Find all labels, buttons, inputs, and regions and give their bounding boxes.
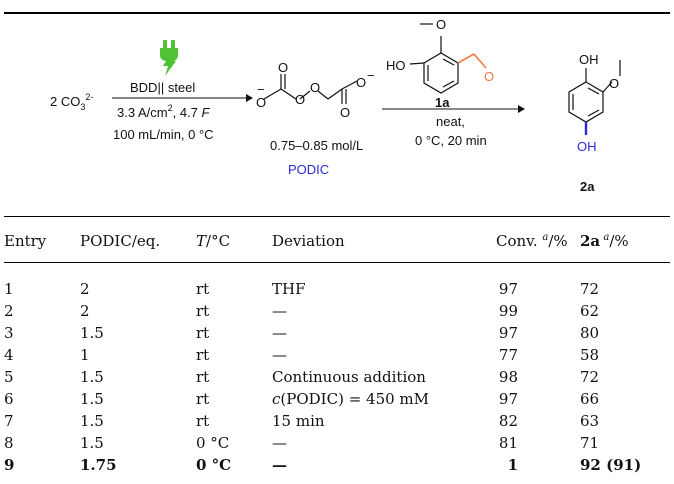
flow-rate-label: 100 mL/min, 0 °C xyxy=(113,127,214,142)
cell-deviation: — xyxy=(272,324,287,342)
cell-podic: 1.5 xyxy=(80,390,104,408)
cell-deviation: — xyxy=(272,456,287,474)
cell-yield: 58 xyxy=(580,346,600,364)
cell-yield: 63 xyxy=(580,412,600,430)
condition-neat: neat, xyxy=(436,114,465,129)
cell-entry: 7 xyxy=(4,412,14,430)
header-temperature: T/°C xyxy=(196,232,231,250)
cell-podic: 2 xyxy=(80,280,90,298)
header-entry: Entry xyxy=(4,232,47,250)
cell-conv: 82 xyxy=(498,412,518,430)
cell-yield: 72 xyxy=(580,280,600,298)
cell-temp: rt xyxy=(196,324,210,342)
cell-temp: rt xyxy=(196,412,210,430)
cell-yield: 62 xyxy=(580,302,600,320)
substrate-label-1a: 1a xyxy=(435,95,450,110)
cell-yield: 72 xyxy=(580,368,600,386)
cell-entry: 8 xyxy=(4,434,14,452)
reaction-arrow-1-head xyxy=(246,94,253,102)
cell-temp: 0 °C xyxy=(196,434,230,452)
cell-conv: 97 xyxy=(498,324,518,342)
podic-minus-right: − xyxy=(367,68,375,83)
cell-podic: 1 xyxy=(80,346,90,364)
cell-deviation: — xyxy=(272,302,287,320)
substrate-aldehyde xyxy=(457,53,487,69)
cell-yield: 71 xyxy=(580,434,600,452)
reaction-scheme: 2 CO32- BDD|| steel 3.3 A/cm2, 4.7 F 100… xyxy=(50,17,621,194)
cell-podic: 1.5 xyxy=(80,324,104,342)
cell-temp: rt xyxy=(196,280,210,298)
cell-entry: 2 xyxy=(4,302,14,320)
cell-deviation: THF xyxy=(272,280,306,298)
cell-podic: 1.5 xyxy=(80,412,104,430)
cell-temp: 0 °C xyxy=(196,456,232,474)
cell-conv: 77 xyxy=(498,346,518,364)
electrode-label: BDD|| steel xyxy=(130,80,195,95)
cell-deviation: c(PODIC) = 450 mM xyxy=(272,390,429,408)
cell-yield: 80 xyxy=(580,324,600,342)
podic-o-carbonyl-2: O xyxy=(340,105,350,120)
cell-temp: rt xyxy=(196,368,210,386)
cell-deviation-text: (PODIC) = 450 mM xyxy=(280,390,430,408)
podic-o-peroxy-1: O xyxy=(295,92,305,107)
condition-temp-time: 0 °C, 20 min xyxy=(415,133,487,148)
cell-podic: 1.5 xyxy=(80,434,104,452)
cell-podic: 2 xyxy=(80,302,90,320)
cell-deviation-italic: c xyxy=(272,390,281,408)
cell-entry: 3 xyxy=(4,324,14,342)
cell-conv: 1 xyxy=(507,456,518,474)
cell-temp: rt xyxy=(196,346,210,364)
scheme-separator-rule xyxy=(4,216,670,217)
podic-concentration: 0.75–0.85 mol/L xyxy=(270,138,363,153)
cell-deviation: — xyxy=(272,434,287,452)
header-podic: PODIC/eq. xyxy=(80,232,161,250)
cell-conv: 97 xyxy=(498,280,518,298)
product-oh-top: OH xyxy=(579,52,599,67)
product-methoxy-o: O xyxy=(609,76,619,91)
header-yield: 2a a/% xyxy=(580,232,629,250)
substrate-aldehyde-o: O xyxy=(484,69,494,84)
current-density-label: 3.3 A/cm2, 4.7 F xyxy=(117,103,211,120)
reactant-carbonate: 2 CO32- xyxy=(50,92,93,112)
cell-entry: 9 xyxy=(4,456,15,474)
cell-temp: rt xyxy=(196,390,210,408)
header-conversion: Conv. a/% xyxy=(496,232,568,250)
product-label-2a: 2a xyxy=(580,179,595,194)
cell-deviation: Continuous addition xyxy=(272,368,426,386)
electricity-plug-icon xyxy=(160,40,178,76)
cell-entry: 6 xyxy=(4,390,14,408)
cell-entry: 4 xyxy=(4,346,14,364)
header-rule xyxy=(4,262,670,263)
podic-o-peroxy-2: O xyxy=(310,80,320,95)
reaction-arrow-2-head xyxy=(518,105,525,113)
cell-entry: 5 xyxy=(4,368,14,386)
top-rule xyxy=(4,12,670,14)
substrate-methoxy-o: O xyxy=(436,17,446,32)
cell-temp: rt xyxy=(196,302,210,320)
podic-o-left: O xyxy=(256,95,266,110)
header-deviation: Deviation xyxy=(272,232,345,250)
cell-yield: 66 xyxy=(580,390,600,408)
cell-deviation: — xyxy=(272,346,287,364)
cell-yield: 92 (91) xyxy=(580,456,642,474)
cell-conv: 99 xyxy=(498,302,518,320)
cell-podic: 1.5 xyxy=(80,368,104,386)
podic-o-right: O xyxy=(356,75,366,90)
cell-deviation: 15 min xyxy=(272,412,325,430)
cell-conv: 81 xyxy=(498,434,518,452)
podic-minus-left: − xyxy=(257,82,265,97)
product-2a-structure xyxy=(568,60,621,123)
cell-conv: 98 xyxy=(498,368,518,386)
cell-conv: 97 xyxy=(498,390,518,408)
substrate-ho: HO xyxy=(386,58,406,73)
podic-o-carbonyl-1: O xyxy=(278,60,288,75)
cell-podic: 1.75 xyxy=(80,456,117,474)
cell-entry: 1 xyxy=(4,280,14,298)
podic-atoms: O − O O O O O − xyxy=(256,60,375,120)
podic-structure xyxy=(263,74,358,104)
podic-label: PODIC xyxy=(288,162,329,177)
substrate-1a-structure xyxy=(409,23,459,94)
product-oh-new: OH xyxy=(577,139,597,154)
